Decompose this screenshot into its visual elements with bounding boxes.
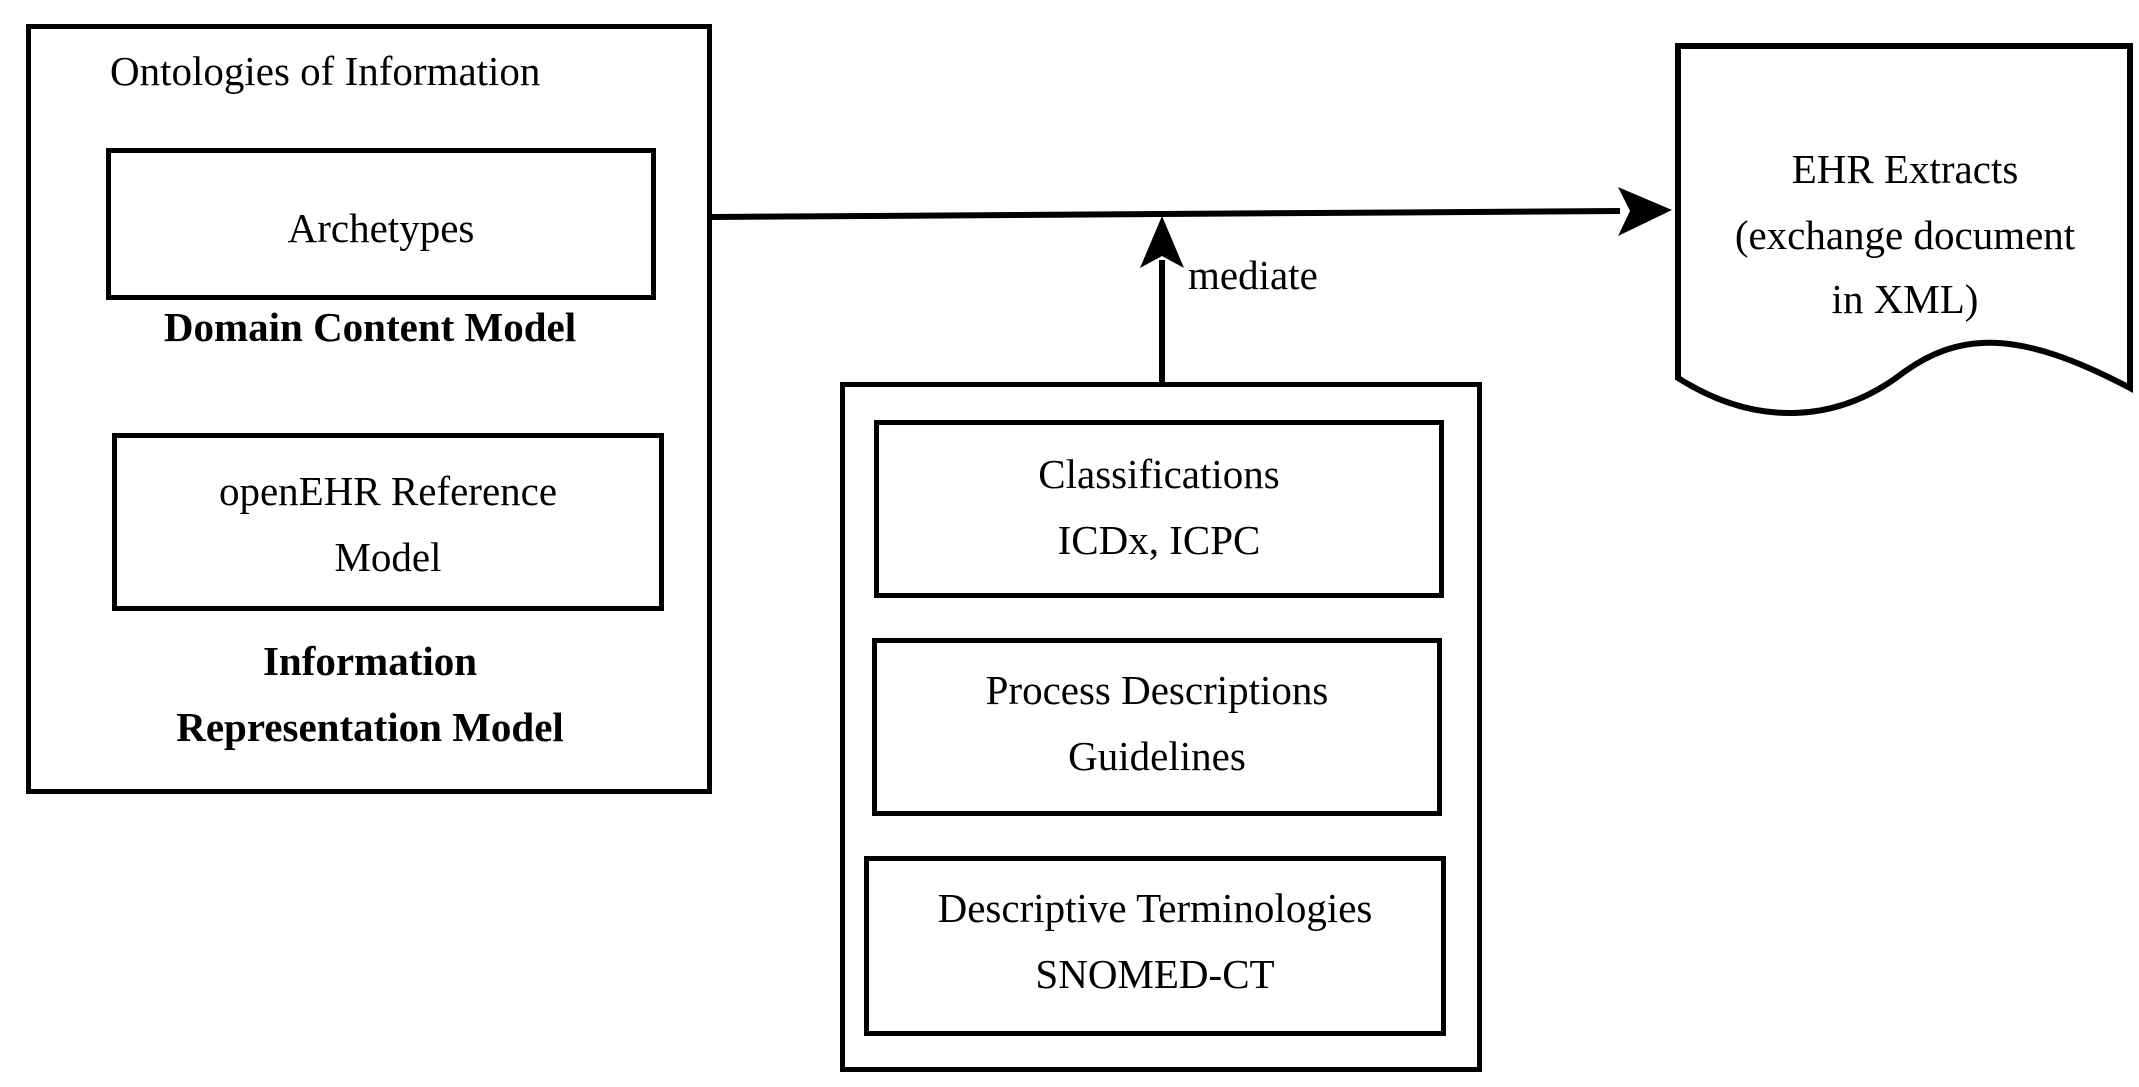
reference-model-line1: openEHR Reference — [218, 468, 558, 514]
archetypes-box: Archetypes — [106, 148, 656, 300]
descriptive-terminologies-box: Descriptive Terminologies SNOMED-CT — [864, 856, 1446, 1036]
reference-model-line2: Model — [334, 534, 442, 580]
process-line1: Process Descriptions — [985, 667, 1329, 713]
reference-model-box: openEHR Reference Model — [112, 433, 664, 611]
flow-arrowhead — [1618, 187, 1672, 236]
ehr-extracts-line3: in XML) — [1831, 276, 1979, 322]
ehr-extracts-line2: (exchange document — [1734, 212, 2076, 258]
ehr-extracts-line1: EHR Extracts — [1791, 146, 2019, 192]
info-rep-line2: Representation Model — [176, 704, 564, 750]
mediate-arrowhead — [1140, 216, 1184, 268]
descriptive-line1: Descriptive Terminologies — [937, 885, 1373, 931]
ehr-document-shape — [1675, 43, 2133, 416]
info-rep-line1: Information — [262, 638, 478, 684]
classifications-line1: Classifications — [1038, 451, 1280, 497]
domain-content-model-label: Domain Content Model — [163, 304, 577, 350]
process-descriptions-box: Process Descriptions Guidelines — [872, 638, 1442, 816]
flow-arrow-line — [709, 208, 1621, 220]
classifications-line2: ICDx, ICPC — [1057, 517, 1261, 563]
classifications-box: Classifications ICDx, ICPC — [874, 420, 1444, 598]
ontologies-title: Ontologies of Information — [110, 48, 541, 94]
mediate-label: mediate — [1188, 252, 1318, 298]
descriptive-line2: SNOMED-CT — [1035, 951, 1275, 997]
process-line2: Guidelines — [1068, 733, 1246, 779]
archetypes-label: Archetypes — [287, 205, 475, 251]
